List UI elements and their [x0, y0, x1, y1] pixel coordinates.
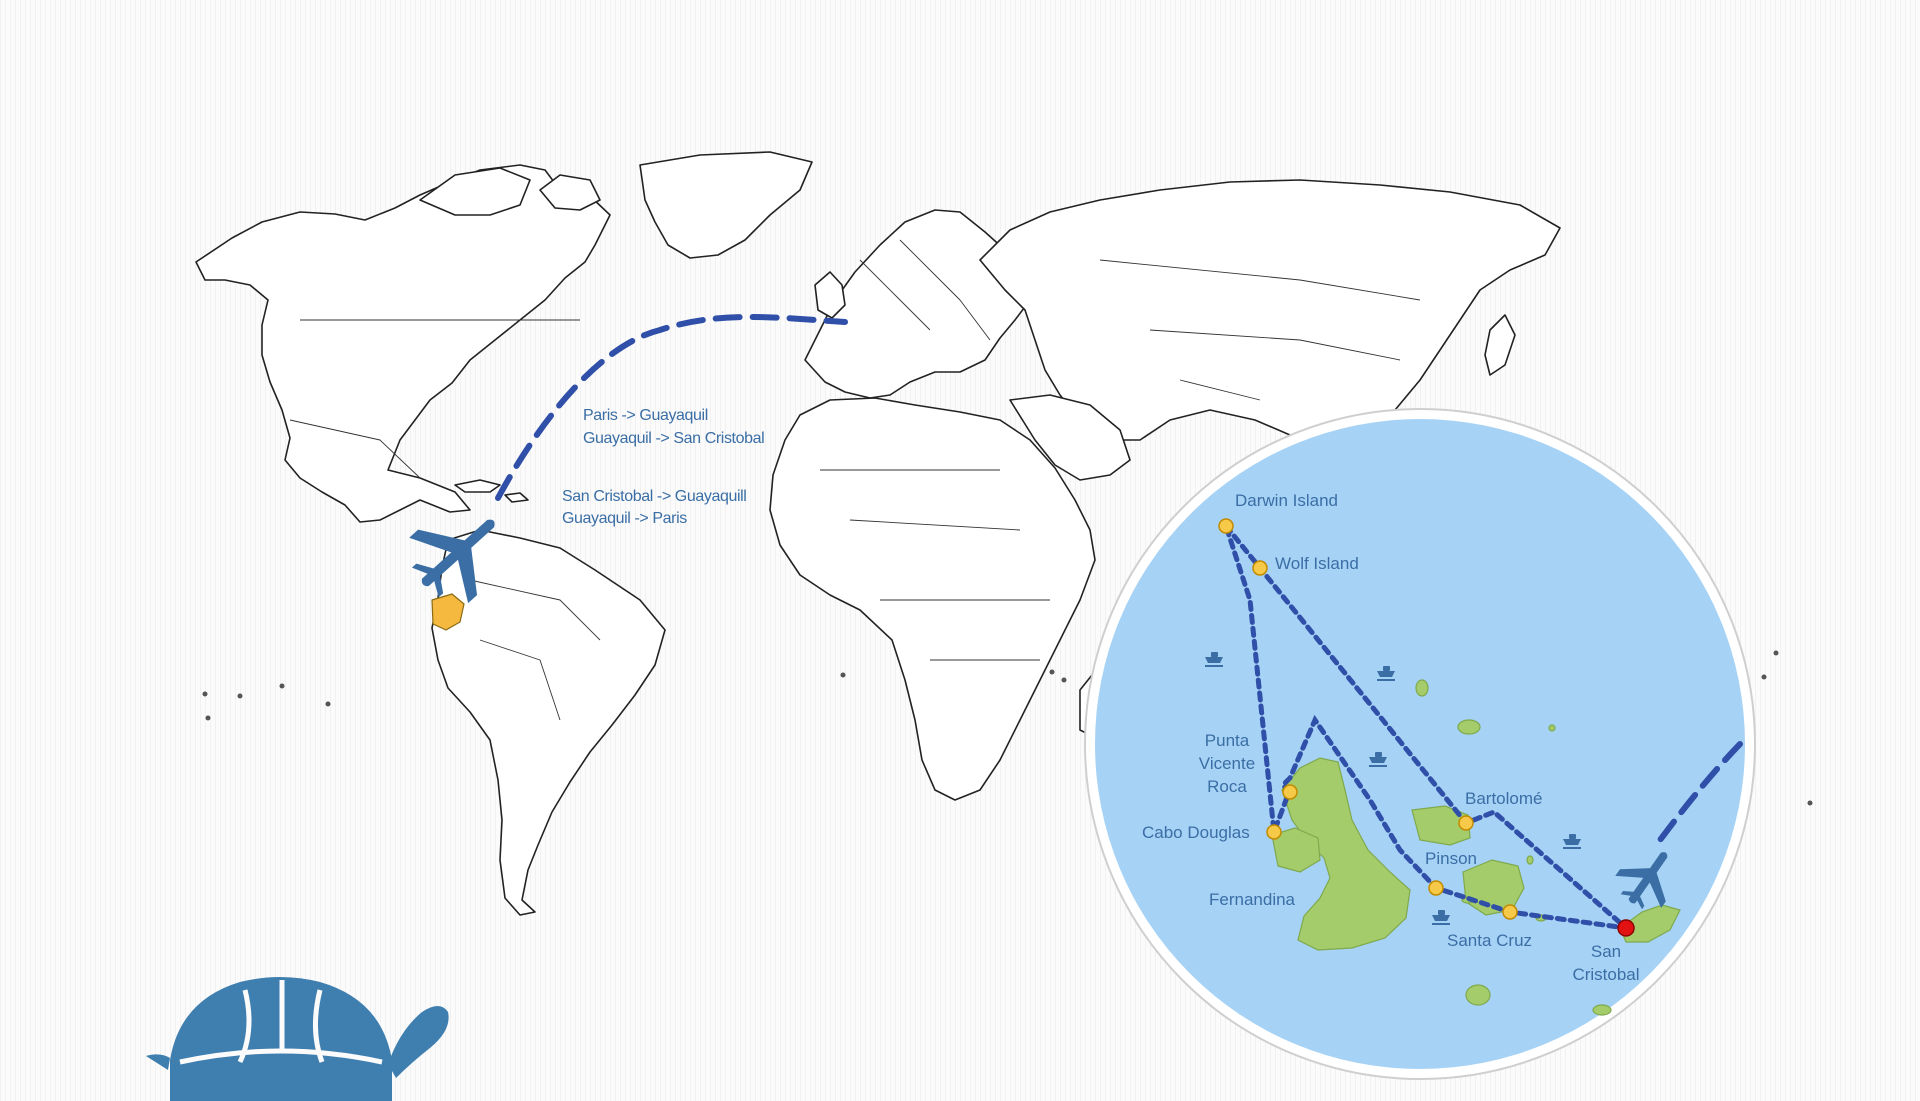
- inset-sea: [1095, 419, 1745, 1069]
- return-label-line1: San Cristobal -> Guayaquill: [562, 488, 746, 505]
- island-san-cristobal: [1619, 904, 1681, 943]
- stop-santa-cruz: [1502, 904, 1518, 920]
- arctic-islands: [419, 167, 531, 216]
- flight-labels: Paris -> Guayaquil Guayaquil -> San Cris…: [562, 407, 765, 527]
- greenland: [639, 151, 813, 259]
- galapagos-inset: Darwin Island Wolf Island Punta Vicente …: [1084, 408, 1756, 1080]
- boat-icon: [1432, 910, 1450, 925]
- label-punta-line2: Vicente: [1199, 754, 1255, 773]
- label-santa-cruz: Santa Cruz: [1447, 931, 1532, 950]
- boat-icon: [1369, 752, 1387, 767]
- flight-route-paris-guayaquil: [495, 314, 848, 501]
- island-labels: Darwin Island Wolf Island Punta Vicente …: [1142, 491, 1640, 984]
- label-fernandina: Fernandina: [1209, 890, 1296, 909]
- boat-icon: [1205, 652, 1223, 667]
- stop-wolf: [1252, 560, 1268, 576]
- boat-icons: [1205, 652, 1581, 925]
- airplane-icon: [1615, 852, 1668, 910]
- stop-darwin: [1218, 518, 1234, 534]
- label-pinson: Pinson: [1425, 849, 1477, 868]
- island-fernandina: [1271, 827, 1321, 873]
- label-bartolome: Bartolomé: [1465, 789, 1542, 808]
- island-santa-cruz: [1462, 859, 1525, 916]
- label-darwin: Darwin Island: [1235, 491, 1338, 510]
- port-san-cristobal: [1617, 919, 1635, 937]
- cruise-route: [1223, 523, 1634, 932]
- airplane-icon: [409, 519, 495, 604]
- british-isles: [814, 271, 846, 319]
- label-san-cristobal-line1: San: [1591, 942, 1621, 961]
- label-punta-line1: Punta: [1205, 731, 1250, 750]
- islands-land: [1271, 679, 1681, 1016]
- south-america: [431, 529, 666, 916]
- turtle-logo: [146, 977, 449, 1101]
- stop-dots: [1218, 518, 1518, 920]
- flight-route-guayaquil-san-cristobal: [1657, 741, 1743, 843]
- ecuador-highlight: [431, 593, 465, 631]
- africa: [769, 397, 1096, 801]
- arabian-peninsula: [1009, 394, 1131, 481]
- outbound-label-line1: Paris -> Guayaquil: [583, 407, 708, 424]
- north-america: [195, 164, 611, 523]
- label-punta-line3: Roca: [1207, 777, 1247, 796]
- island-santiago: [1411, 805, 1471, 846]
- boat-icon: [1563, 834, 1581, 849]
- boat-icon: [1377, 666, 1395, 681]
- outbound-label-line2: Guayaquil -> San Cristobal: [583, 430, 764, 447]
- label-san-cristobal-line2: Cristobal: [1572, 965, 1639, 984]
- stop-punta-vicente-roca: [1282, 784, 1298, 800]
- world-map: [195, 151, 1813, 916]
- label-cabo-douglas: Cabo Douglas: [1142, 823, 1250, 842]
- stop-cabo-douglas: [1266, 824, 1282, 840]
- stop-bartolome: [1458, 815, 1474, 831]
- island-isabela: [1281, 757, 1411, 951]
- stop-pinson: [1428, 880, 1444, 896]
- return-label-line2: Guayaquil -> Paris: [562, 510, 687, 527]
- japan: [1484, 314, 1516, 376]
- label-wolf: Wolf Island: [1275, 554, 1359, 573]
